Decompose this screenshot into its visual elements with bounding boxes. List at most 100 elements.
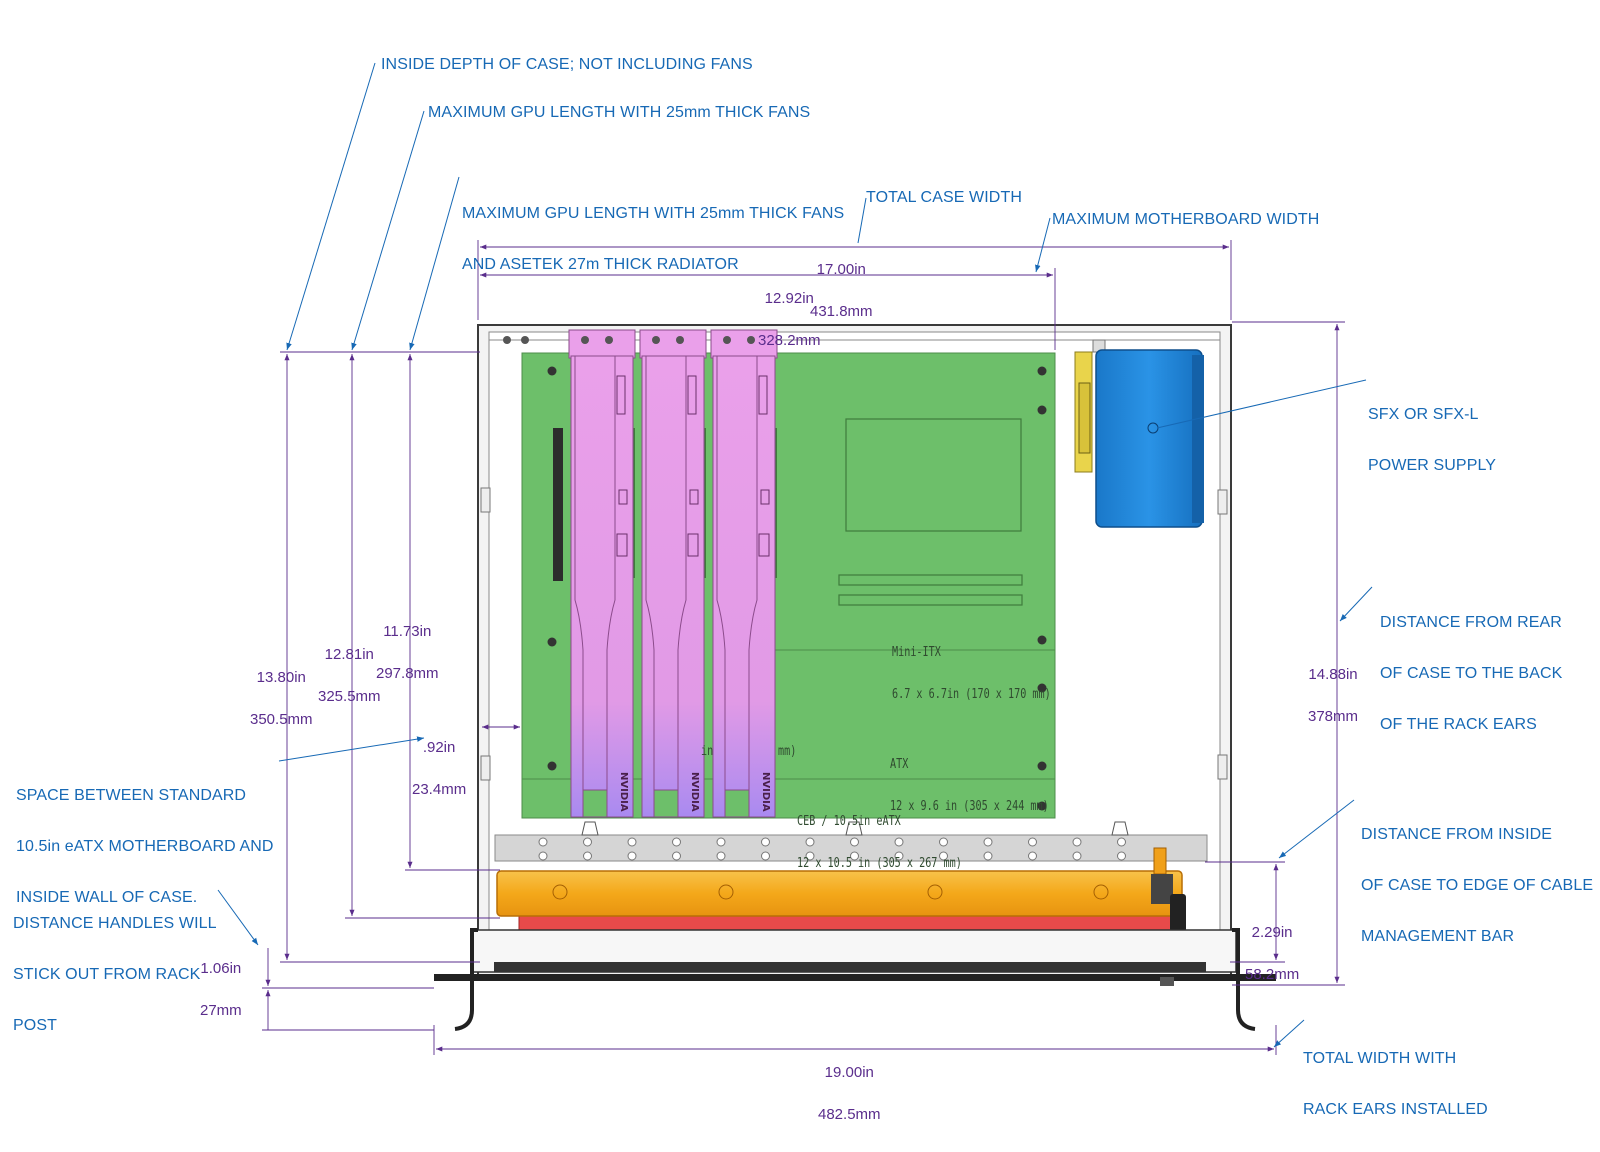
board-label-line: Mini-ITX [892, 645, 941, 660]
bar-hole [939, 837, 948, 847]
cpu-socket [845, 418, 1022, 532]
gpu-io-port [689, 489, 699, 505]
bar-hole [538, 837, 548, 847]
callout-line: INSIDE WALL OF CASE. [16, 889, 198, 906]
total-width-dimension: 19.00in 482.5mm [818, 1038, 881, 1150]
gpu-brand-text: NVIDIA [760, 772, 771, 812]
mb-width-dimension: 12.92in 328.2mm [758, 264, 821, 376]
bar-hole [716, 851, 726, 861]
board-label-line: ATX [890, 757, 909, 772]
psu-connector [1078, 382, 1091, 454]
callout-line: RACK EARS INSTALLED [1303, 1101, 1488, 1118]
side-tab [480, 755, 491, 781]
gpu-body [570, 355, 634, 818]
gpu-card: NVIDIA [568, 329, 636, 818]
rear-to-ears-callout: DISTANCE FROM REAR OF CASE TO THE BACK O… [1380, 580, 1562, 767]
dimension-inches: 1.06in [200, 960, 242, 977]
callout-line: OF CASE TO EDGE OF CABLE [1361, 877, 1594, 894]
callout-line: DISTANCE FROM REAR [1380, 614, 1562, 631]
gpu-bracket-screw [581, 336, 589, 344]
dimension-inches: .92in [422, 739, 456, 756]
ceb-label: CEB / 10.5in eATX 12 x 10.5 in (305 x 26… [797, 787, 962, 899]
partial-label-mm: mm) [778, 744, 797, 759]
dimension-inches: 14.88in [1308, 666, 1358, 683]
gpu-io-port [758, 533, 770, 557]
mb-gap-dimension: .92in 23.4mm [412, 713, 466, 825]
inside-depth-callout: INSIDE DEPTH OF CASE; NOT INCLUDING FANS [381, 56, 753, 73]
dimension-inches: 11.73in [383, 623, 432, 640]
bar-hole [672, 851, 681, 861]
gpu-radiator-dimension: 11.73in 297.8mm [376, 597, 439, 709]
gpu-length-radiator-callout: MAXIMUM GPU LENGTH WITH 25mm THICK FANS … [462, 171, 844, 307]
bar-hole [583, 851, 592, 861]
cable-bar-callout: DISTANCE FROM INSIDE OF CASE TO EDGE OF … [1361, 792, 1593, 979]
dimension-inches: 13.80in [256, 669, 306, 686]
callout-line: AND ASETEK 27m THICK RADIATOR [462, 256, 739, 273]
board-label-line: CEB / 10.5in eATX [797, 814, 901, 829]
handles-callout: DISTANCE HANDLES WILL STICK OUT FROM RAC… [13, 881, 217, 1068]
bar-hole [805, 837, 815, 847]
gpu-bracket [639, 329, 707, 359]
callout-leaders [217, 62, 1373, 1048]
dimension-mm: 328.2mm [758, 332, 821, 349]
bar-hole [538, 851, 548, 861]
handles-dimension: 1.06in 27mm [200, 934, 242, 1046]
gpu-io-port [687, 533, 699, 557]
gpu-brand-text: NVIDIA [618, 772, 629, 812]
dimension-mm: 297.8mm [376, 665, 439, 682]
mini-itx-label: Mini-ITX 6.7 x 6.7in (170 x 170 mm) [892, 618, 1051, 730]
radiator [496, 847, 1186, 932]
board-label-line: 6.7 x 6.7in (170 x 170 mm) [892, 687, 1051, 702]
dimension-mm: 27mm [200, 1002, 242, 1019]
gpu-io-port [618, 489, 628, 505]
bar-hole [983, 837, 993, 847]
callout-line: TOTAL WIDTH WITH [1303, 1050, 1457, 1067]
rack-handle-left [454, 928, 478, 1031]
gpu-bracket [568, 329, 636, 359]
dimension-mm: 23.4mm [412, 781, 467, 798]
dimension-mm: 431.8mm [810, 303, 873, 320]
dimm-slot [838, 574, 1023, 586]
total-case-width-callout: TOTAL CASE WIDTH [866, 189, 1022, 206]
dimension-inches: 19.00in [824, 1064, 874, 1081]
case-width-dimension: 17.00in 431.8mm [810, 235, 873, 347]
bar-hole [583, 837, 592, 847]
max-motherboard-width-callout: MAXIMUM MOTHERBOARD WIDTH [1052, 211, 1320, 228]
dimension-inches: 17.00in [816, 261, 866, 278]
psu-body [1095, 349, 1203, 528]
space-between-callout: SPACE BETWEEN STANDARD 10.5in eATX MOTHE… [16, 753, 274, 940]
pcie-slot [553, 428, 563, 581]
gpu-bracket-screw [723, 336, 731, 344]
gpu-length-fans-callout: MAXIMUM GPU LENGTH WITH 25mm THICK FANS [428, 104, 811, 121]
partial-label-in: in [701, 744, 714, 759]
bar-hole [1072, 851, 1082, 861]
psu-callout: SFX OR SFX-L POWER SUPPLY [1368, 372, 1496, 508]
gpu-bracket-screw [605, 336, 613, 344]
bar-hole [894, 837, 904, 847]
bar-hole [1117, 851, 1126, 861]
cable-bar-dimension: 2.29in 58.2mm [1245, 898, 1299, 1010]
callout-line: STICK OUT FROM RACK [13, 966, 201, 983]
screw [521, 336, 529, 344]
gpu-card: NVIDIA [710, 329, 778, 818]
power-supply [1074, 339, 1204, 528]
bar-hole [672, 837, 681, 847]
psu-end-cap [1192, 355, 1204, 523]
callout-line: 10.5in eATX MOTHERBOARD AND [16, 838, 274, 855]
bar-hole [1028, 851, 1037, 861]
bar-hole [1117, 837, 1126, 847]
dimension-mm: 350.5mm [250, 711, 313, 728]
rack-handle-right [1232, 928, 1256, 1031]
board-label-line: 12 x 10.5 in (305 x 267 mm) [797, 856, 962, 871]
bar-hole [1072, 837, 1082, 847]
bar-hole [939, 851, 948, 861]
gpu-fan-slot [582, 789, 608, 818]
callout-line: SPACE BETWEEN STANDARD [16, 787, 247, 804]
mounting-holes [547, 366, 1047, 811]
gpu-fans-dimension: 12.81in 325.5mm [318, 620, 381, 732]
callout-line: MAXIMUM GPU LENGTH WITH 25mm THICK FANS [462, 205, 845, 222]
callout-line: POST [13, 1017, 57, 1034]
board-label-line: 12 x 9.6 in (305 x 244 mm) [890, 799, 1049, 814]
gpu-io-port [687, 375, 697, 415]
